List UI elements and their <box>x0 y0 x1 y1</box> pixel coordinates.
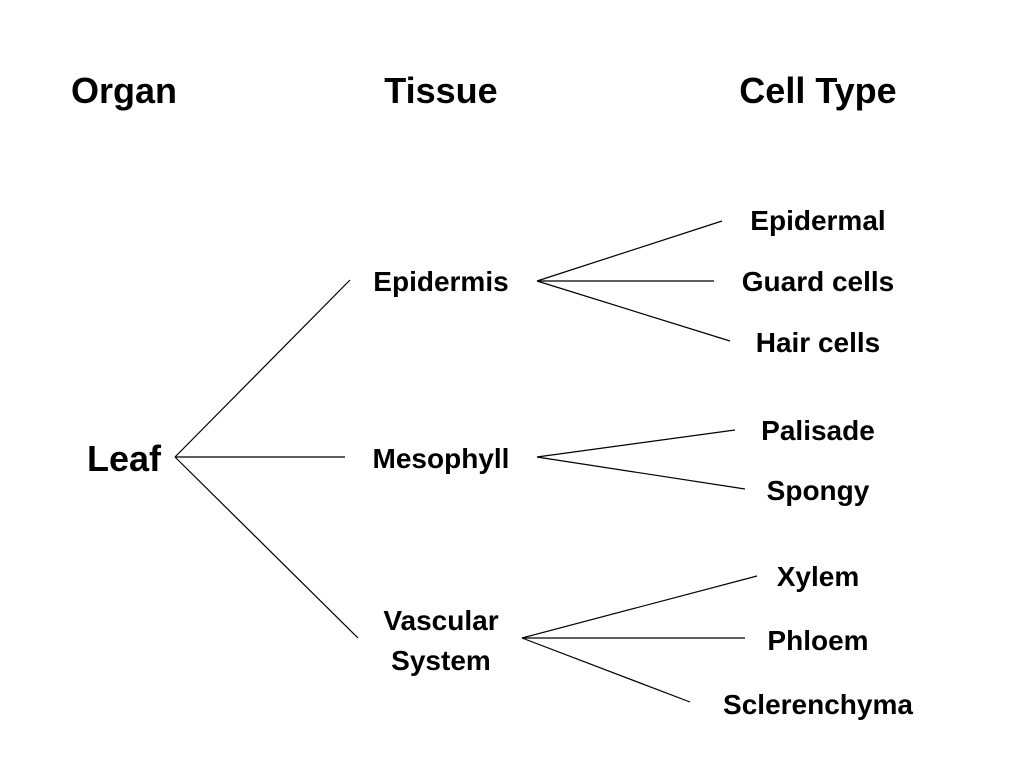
cell-epidermal: Epidermal <box>750 205 886 236</box>
tissue-vascular-system: Vascular System <box>383 601 498 681</box>
edge-leaf-vascular <box>174 456 359 639</box>
tissue-vascular-line2: System <box>391 645 491 676</box>
edge-mesophyll-palisade <box>536 429 736 458</box>
edge-leaf-epidermis <box>174 279 351 458</box>
cell-guard-cells: Guard cells <box>741 266 895 297</box>
edge-epidermis-hair-cells <box>536 280 731 342</box>
cell-palisade: Palisade <box>761 415 875 446</box>
edge-mesophyll-spongy <box>536 456 746 490</box>
tissue-mesophyll: Mesophyll <box>372 443 510 474</box>
edge-vascular-xylem <box>521 575 758 639</box>
organ-leaf: Leaf <box>86 438 162 479</box>
edge-vascular-sclerenchyma <box>521 637 691 703</box>
tissue-vascular-line1: Vascular <box>383 605 499 636</box>
cell-phloem: Phloem <box>767 625 869 656</box>
header-tissue: Tissue <box>384 70 498 111</box>
header-organ: Organ <box>70 70 178 111</box>
header-cell-type: Cell Type <box>739 70 897 111</box>
cell-spongy: Spongy <box>766 475 870 506</box>
cell-hair-cells: Hair cells <box>755 327 881 358</box>
edge-epidermis-epidermal <box>536 220 723 282</box>
cell-sclerenchyma: Sclerenchyma <box>723 689 913 720</box>
tissue-epidermis: Epidermis <box>373 266 509 297</box>
cell-xylem: Xylem <box>776 561 860 592</box>
